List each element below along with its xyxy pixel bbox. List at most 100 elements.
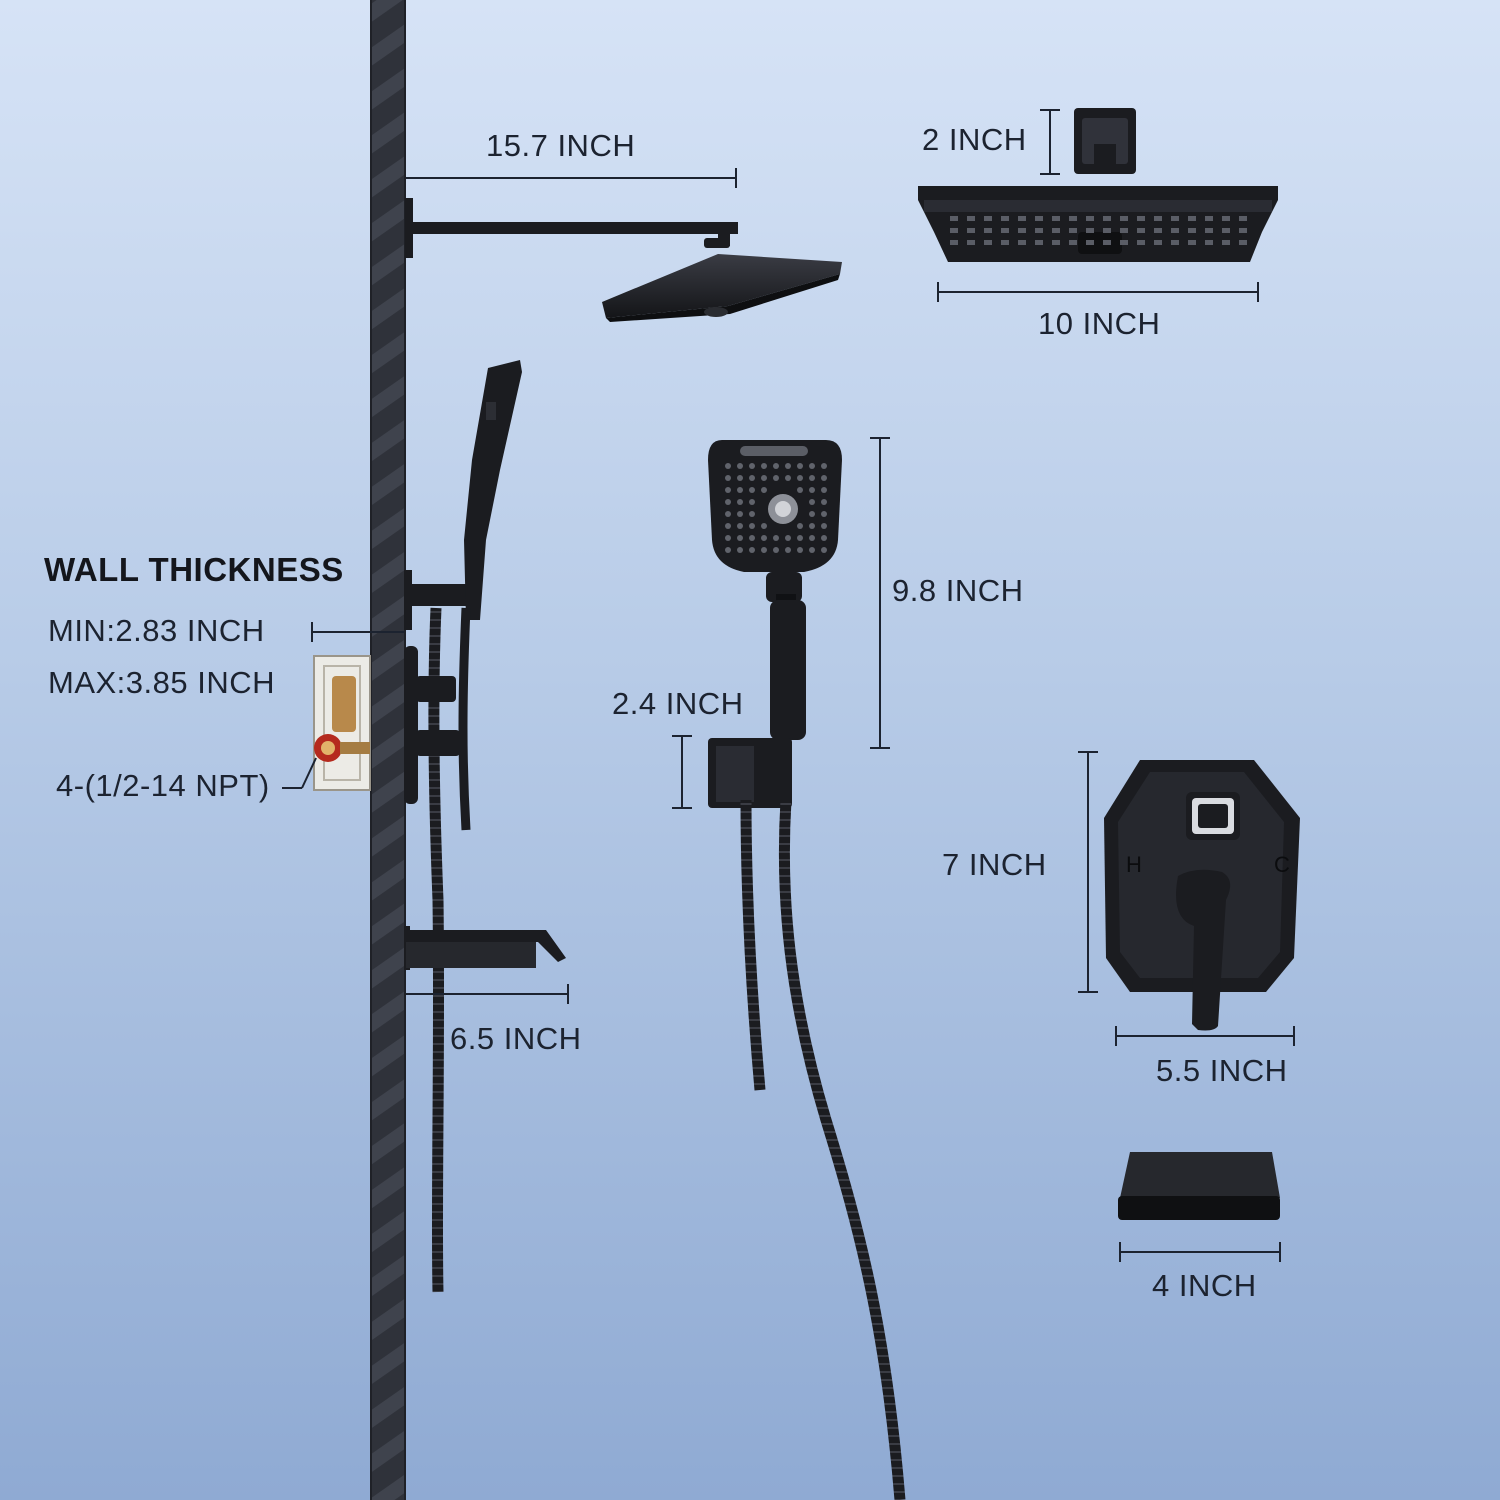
nozzle-dot <box>1086 228 1094 233</box>
nozzle-dot <box>1205 228 1213 233</box>
nozzle-dot <box>1205 216 1213 221</box>
nozzle-dot <box>725 535 731 541</box>
nozzle-dot <box>809 511 815 517</box>
nozzle-dot <box>773 463 779 469</box>
wall-thickness-title: WALL THICKNESS <box>44 551 344 588</box>
nozzle-dot <box>1052 216 1060 221</box>
nozzle-dot <box>785 463 791 469</box>
nozzle-dot <box>1154 228 1162 233</box>
wall-max-label: MAX:3.85 INCH <box>48 665 276 700</box>
showerhead-height-label: 2 INCH <box>922 122 1027 157</box>
nozzle-dot <box>809 535 815 541</box>
nozzle-dot <box>785 475 791 481</box>
nozzle-dot <box>761 475 767 481</box>
trim-width-label: 5.5 INCH <box>1156 1053 1288 1088</box>
nozzle-dot <box>1069 216 1077 221</box>
dimension-lines <box>282 109 1295 1262</box>
nozzle-dot <box>821 523 827 529</box>
nozzle-dot <box>725 523 731 529</box>
nozzle-dot <box>797 535 803 541</box>
nozzle-dot <box>773 547 779 553</box>
nozzle-dot <box>1239 240 1247 245</box>
nozzle-dot <box>749 535 755 541</box>
nozzle-dot <box>725 499 731 505</box>
nozzle-dot <box>950 240 958 245</box>
nozzle-dot <box>797 487 803 493</box>
nozzle-dot <box>1154 216 1162 221</box>
nozzle-dot <box>1035 216 1043 221</box>
nozzle-dot <box>809 463 815 469</box>
nozzle-dot <box>1120 240 1128 245</box>
handheld-nozzles <box>725 463 827 553</box>
nozzle-dot <box>749 511 755 517</box>
nozzle-dot <box>1001 216 1009 221</box>
nozzle-dot <box>984 216 992 221</box>
nozzle-dot <box>950 216 958 221</box>
nozzle-dot <box>967 240 975 245</box>
handheld-shower-front <box>708 440 906 1500</box>
nozzle-dot <box>737 463 743 469</box>
wall-min-label: MIN:2.83 INCH <box>48 613 265 648</box>
holder-height-label: 2.4 INCH <box>612 686 744 721</box>
nozzle-dot <box>737 475 743 481</box>
shower-arm-side <box>405 198 842 322</box>
nozzle-dot <box>1035 228 1043 233</box>
trim-height-label: 7 INCH <box>942 847 1047 882</box>
nozzle-dot <box>821 475 827 481</box>
nozzle-dot <box>1069 228 1077 233</box>
nozzle-dot <box>1052 240 1060 245</box>
nozzle-dot <box>967 228 975 233</box>
nozzle-dot <box>797 547 803 553</box>
nozzle-dot <box>1103 216 1111 221</box>
nozzle-dot <box>1018 240 1026 245</box>
nozzle-dot <box>797 463 803 469</box>
nozzle-dot <box>967 216 975 221</box>
nozzle-dot <box>749 523 755 529</box>
hot-mark: H <box>1126 852 1143 877</box>
showerhead-width-label: 10 INCH <box>1038 306 1161 341</box>
nozzle-dot <box>761 523 767 529</box>
rough-in-valve <box>313 655 371 791</box>
nozzle-dot <box>1018 216 1026 221</box>
nozzle-dot <box>1239 216 1247 221</box>
wall-section <box>370 0 406 1500</box>
nozzle-dot <box>725 463 731 469</box>
nozzle-dot <box>1239 228 1247 233</box>
nozzle-dot <box>749 487 755 493</box>
nozzle-dot <box>737 487 743 493</box>
cold-mark: C <box>1274 852 1291 877</box>
nozzle-dot <box>737 535 743 541</box>
nozzle-dot <box>761 547 767 553</box>
nozzle-dot <box>773 475 779 481</box>
nozzle-dot <box>785 535 791 541</box>
nozzle-dot <box>737 523 743 529</box>
nozzle-dot <box>725 475 731 481</box>
nozzle-dot <box>1052 228 1060 233</box>
nozzle-dot <box>821 487 827 493</box>
nozzle-dot <box>749 463 755 469</box>
nozzle-dot <box>1086 240 1094 245</box>
npt-label: 4-(1/2-14 NPT) <box>56 768 270 803</box>
tub-spout-front <box>1118 1152 1280 1220</box>
nozzle-dot <box>1018 228 1026 233</box>
nozzle-dot <box>1137 216 1145 221</box>
nozzle-dot <box>1137 240 1145 245</box>
nozzle-dot <box>1222 228 1230 233</box>
nozzle-dot <box>1137 228 1145 233</box>
nozzle-dot <box>761 487 767 493</box>
nozzle-dot <box>950 228 958 233</box>
valve-trim-front <box>1104 760 1300 1031</box>
nozzle-dot <box>761 463 767 469</box>
nozzle-dot <box>773 535 779 541</box>
nozzle-dot <box>797 523 803 529</box>
nozzle-dot <box>749 499 755 505</box>
nozzle-dot <box>1188 216 1196 221</box>
nozzle-dot <box>725 487 731 493</box>
nozzle-dot <box>797 475 803 481</box>
spout-reach-label: 6.5 INCH <box>450 1021 582 1056</box>
spout-width-label: 4 INCH <box>1152 1268 1257 1303</box>
nozzle-dot <box>1069 240 1077 245</box>
nozzle-dot <box>1103 240 1111 245</box>
nozzle-dot <box>984 228 992 233</box>
